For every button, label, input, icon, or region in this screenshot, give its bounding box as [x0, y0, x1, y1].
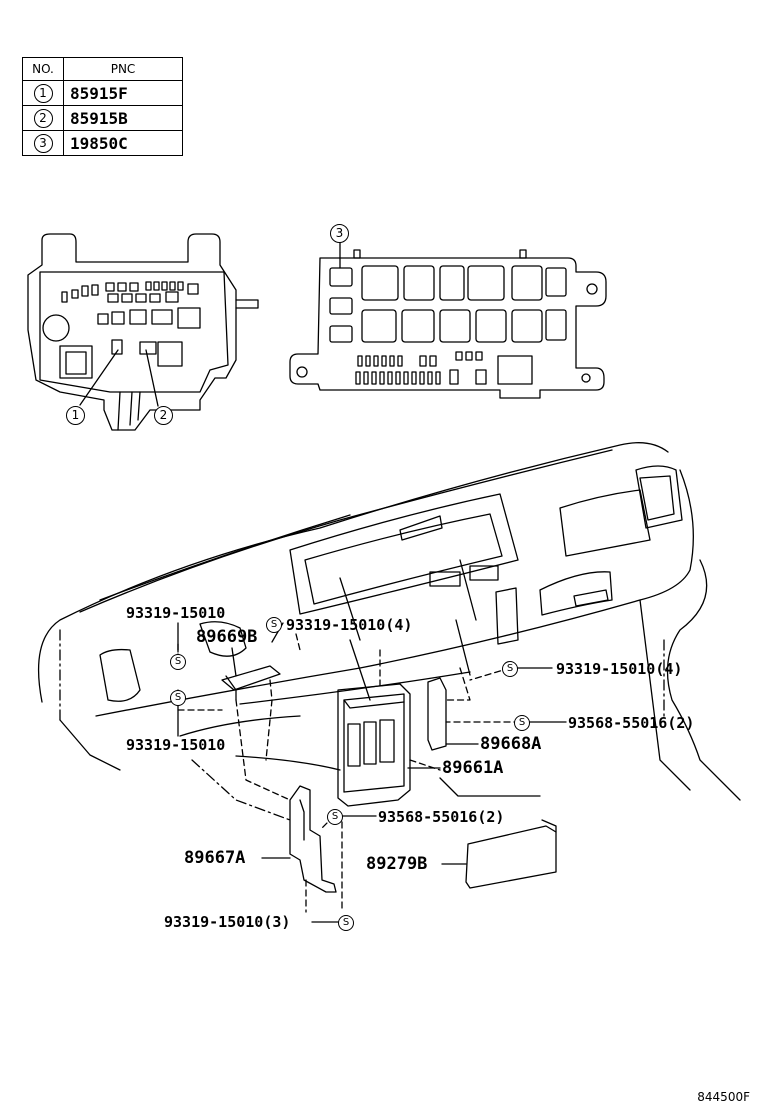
label-89279b: 89279B: [366, 854, 428, 874]
label-93319-15010-4: 93319-15010(4): [286, 616, 413, 634]
label-93319-15010: 93319-15010: [126, 736, 226, 754]
s-symbol: S: [170, 690, 186, 706]
row-pnc-cell: 19850C: [63, 130, 183, 156]
label-93568-55016-2: 93568-55016(2): [568, 714, 695, 732]
header-no: NO.: [22, 57, 64, 81]
table-row: 1 85915F: [22, 80, 183, 106]
junction-block-right: [289, 249, 607, 399]
s-symbol: S: [327, 809, 343, 825]
row-pnc-cell: 85915B: [63, 105, 183, 131]
leader-line: [79, 349, 119, 406]
junction-block-left: [27, 233, 259, 431]
leader-lines: [177, 622, 567, 923]
s-symbol: S: [502, 661, 518, 677]
callout-2: 2: [154, 406, 173, 425]
row-pnc-cell: 85915F: [63, 80, 183, 106]
table-header-row: NO. PNC: [22, 57, 183, 81]
row-no-cell: 3: [22, 130, 64, 156]
row-number: 1: [33, 83, 53, 103]
label-93319-15010-3: 93319-15010(3): [164, 913, 291, 931]
s-symbol: S: [266, 617, 282, 633]
label-89661a: 89661A: [442, 758, 504, 778]
callout-3: 3: [330, 224, 349, 243]
leader-line: [145, 349, 159, 407]
table-row: 2 85915B: [22, 105, 183, 131]
s-symbol: S: [514, 715, 530, 731]
pnc-table: NO. PNC 1 85915F 2 85915B 3 19850C: [22, 57, 183, 156]
label-89668a: 89668A: [480, 734, 542, 754]
table-row: 3 19850C: [22, 130, 183, 156]
label-89669b: 89669B: [196, 627, 258, 647]
cover-89279b: [465, 819, 557, 889]
label-93319-15010: 93319-15010: [126, 604, 226, 622]
header-pnc: PNC: [63, 57, 183, 81]
row-number: 2: [33, 108, 53, 128]
bracket-89669b: [221, 665, 281, 701]
s-symbol: S: [170, 654, 186, 670]
ecu-unit: [337, 683, 411, 807]
reference-number: 844500F: [697, 1090, 750, 1104]
label-93319-15010-4: 93319-15010(4): [556, 660, 683, 678]
bracket-89667a: [289, 785, 337, 893]
label-89667a: 89667A: [184, 848, 246, 868]
instrument-panel: [37, 442, 741, 821]
row-number: 3: [33, 133, 53, 153]
bracket-89668a: [427, 677, 447, 751]
s-symbol: S: [338, 915, 354, 931]
callout-1: 1: [66, 406, 85, 425]
label-93568-55016-2: 93568-55016(2): [378, 808, 505, 826]
